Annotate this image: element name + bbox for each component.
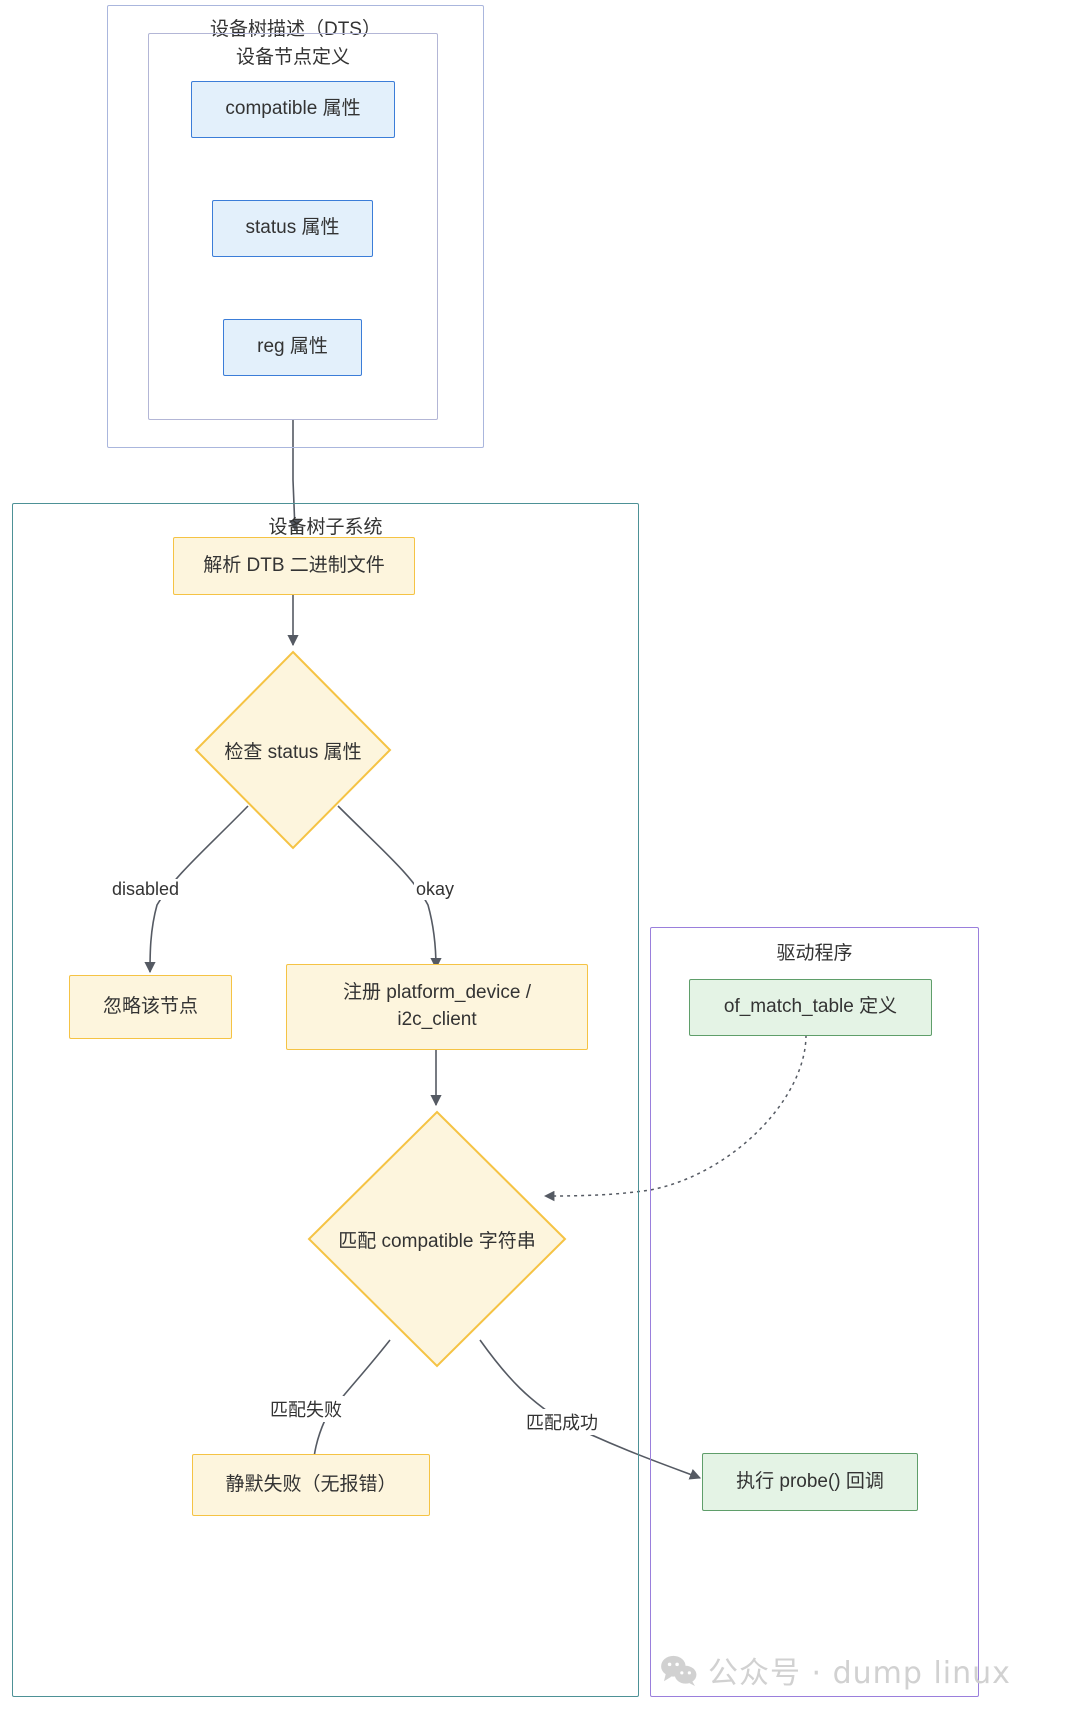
check-status-diamond-shape [194, 650, 392, 850]
edge-label-disabled: disabled [110, 879, 182, 900]
wechat-icon [661, 1655, 697, 1686]
watermark-text: 公众号 · dump linux [708, 1656, 1011, 1691]
node-status-property[interactable]: status 属性 [212, 200, 373, 257]
node-parse-dtb[interactable]: 解析 DTB 二进制文件 [173, 537, 415, 595]
cluster-driver-title: 驱动程序 [776, 943, 853, 964]
edge-label-match-success: 匹配成功 [524, 1409, 600, 1435]
cluster-devicetree-subsystem-title: 设备树子系统 [268, 517, 383, 538]
cluster-node-definition-title: 设备节点定义 [235, 47, 350, 68]
watermark: 公众号 · dump linux [660, 1648, 1011, 1692]
match-compatible-diamond-shape [307, 1110, 567, 1368]
edge-label-okay: okay [414, 879, 457, 900]
cluster-node-definition: 设备节点定义 [148, 33, 438, 420]
node-match-compatible-string[interactable]: 匹配 compatible 字符串 [307, 1110, 567, 1368]
cluster-dts-title: 设备树描述（DTS） [209, 19, 381, 40]
cluster-driver: 驱动程序 [650, 927, 979, 1697]
node-compatible-property[interactable]: compatible 属性 [191, 81, 395, 138]
node-match-compatible-label: 匹配 compatible 字符串 [338, 1230, 536, 1252]
cluster-dts: 设备树描述（DTS） [107, 5, 484, 448]
node-execute-probe-callback[interactable]: 执行 probe() 回调 [702, 1453, 918, 1511]
node-of-match-table[interactable]: of_match_table 定义 [689, 979, 932, 1036]
node-silent-failure[interactable]: 静默失败（无报错） [192, 1454, 430, 1516]
node-check-status-label: 检查 status 属性 [224, 741, 362, 763]
edge-label-match-fail: 匹配失败 [268, 1396, 344, 1422]
node-ignore-node[interactable]: 忽略该节点 [69, 975, 232, 1039]
node-check-status-property[interactable]: 检查 status 属性 [194, 650, 392, 850]
cluster-devicetree-subsystem: 设备树子系统 [12, 503, 639, 1697]
node-reg-property[interactable]: reg 属性 [223, 319, 362, 376]
node-register-platform-device[interactable]: 注册 platform_device / i2c_client [286, 964, 588, 1050]
